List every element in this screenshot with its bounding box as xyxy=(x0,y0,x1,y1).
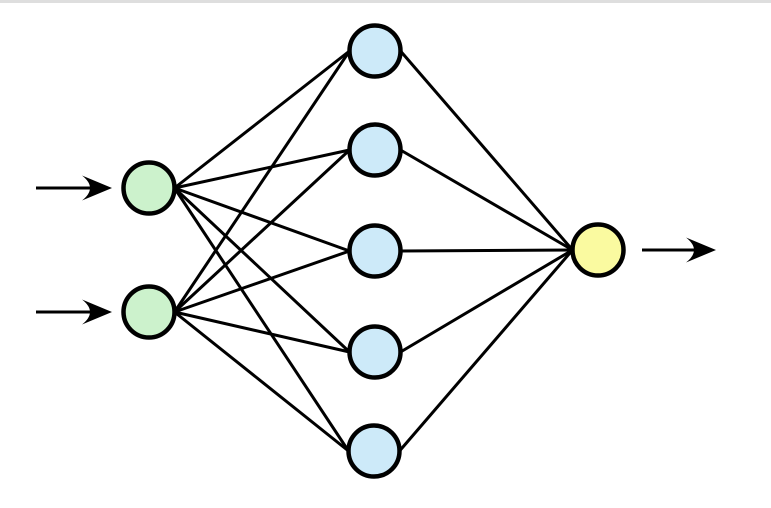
edge-input-1-to-hidden-4 xyxy=(173,186,351,354)
edge-hidden-5-to-output-1 xyxy=(398,249,574,452)
edge-hidden-2-to-output-1 xyxy=(399,148,574,252)
hidden-3-node xyxy=(347,223,403,279)
edge-input-1-to-hidden-5 xyxy=(173,187,350,452)
edge-input-1-to-hidden-2 xyxy=(174,148,350,190)
input-arrow-2 xyxy=(36,299,112,325)
edge-input-2-to-hidden-2 xyxy=(173,148,351,314)
arrow-head-icon xyxy=(82,299,112,325)
hidden-5-node xyxy=(346,423,402,479)
hidden-1-node xyxy=(347,23,403,79)
edge-input-2-to-hidden-1 xyxy=(173,50,351,313)
arrow-head-icon xyxy=(82,175,112,201)
edge-hidden-4-to-output-1 xyxy=(399,248,574,354)
output-layer xyxy=(570,222,626,278)
output-arrow xyxy=(642,237,716,263)
hidden-2-node xyxy=(347,122,403,178)
input-2-node xyxy=(121,284,177,340)
edge-input-1-to-hidden-3 xyxy=(173,186,351,253)
edge-input-1-to-hidden-1 xyxy=(173,49,351,190)
input-arrow-1 xyxy=(36,175,112,201)
arrow-head-icon xyxy=(686,237,716,263)
edge-input-2-to-hidden-4 xyxy=(174,310,350,354)
edges-layer xyxy=(173,49,574,453)
edge-input-2-to-hidden-5 xyxy=(173,310,350,453)
edge-input-2-to-hidden-3 xyxy=(174,249,350,314)
input-1-node xyxy=(121,160,177,216)
hidden-4-node xyxy=(347,324,403,380)
input-layer xyxy=(121,160,177,340)
hidden-layer xyxy=(346,23,403,479)
top-border xyxy=(0,0,771,3)
output-1-node xyxy=(570,222,626,278)
edge-hidden-3-to-output-1 xyxy=(400,248,573,253)
edge-hidden-1-to-output-1 xyxy=(399,50,574,251)
